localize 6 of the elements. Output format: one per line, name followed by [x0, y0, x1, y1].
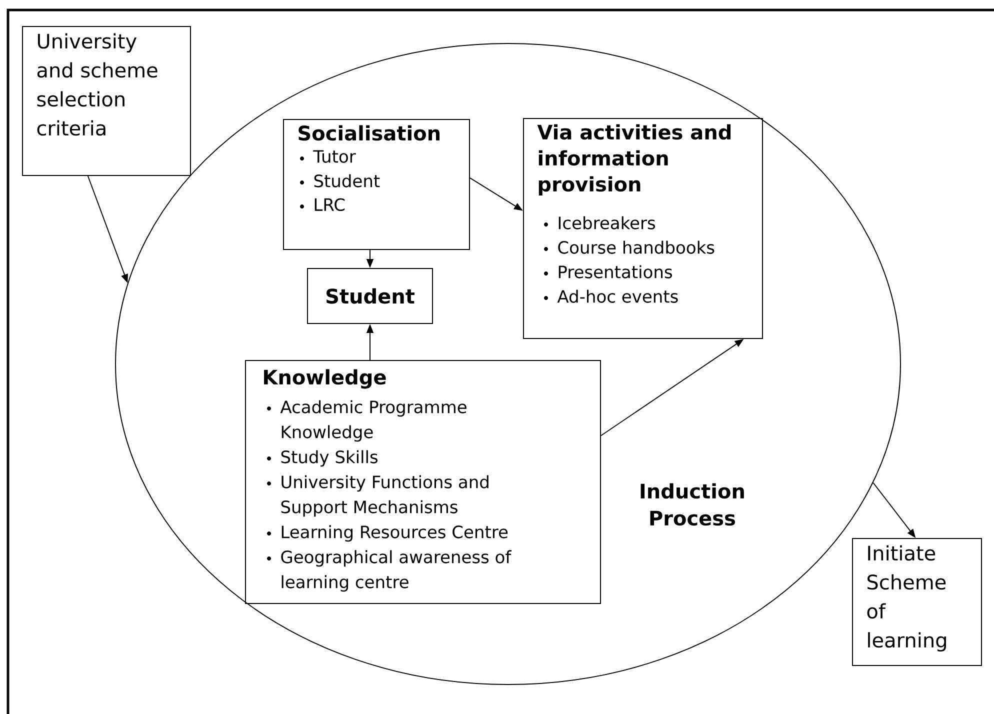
process-box: Student — [307, 268, 433, 324]
process-box: Socialisation Tutor Student LRC — [283, 119, 470, 250]
process-box: Initiate Scheme of learning — [852, 538, 982, 666]
process-box: University and scheme selection criteria — [22, 26, 191, 176]
process-box: Knowledge Academic Programme Knowledge Study Skills University Functions and Support Mechanisms Learning Resources Centre Geographical awareness of learning centre — [245, 360, 601, 604]
process-box: Via activities and information provision Icebreakers Course handbooks Presentations Ad-hoc events — [523, 118, 763, 339]
